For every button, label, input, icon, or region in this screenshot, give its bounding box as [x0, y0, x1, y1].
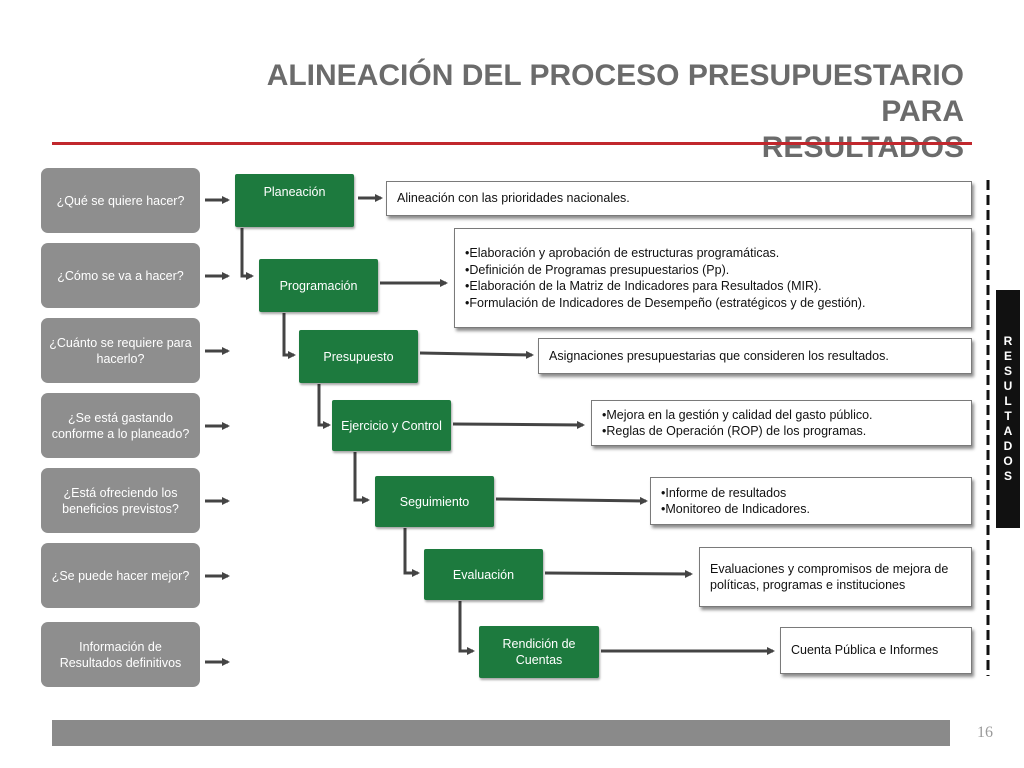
stage-planeacion: Planeación: [235, 174, 354, 227]
resultados-letter: U: [1003, 379, 1013, 393]
stage-programacion: Programación: [259, 259, 378, 312]
output-planeacion-text: Alineación con las prioridades nacionale…: [397, 191, 630, 206]
question-improve: ¿Se puede hacer mejor?: [41, 543, 200, 608]
question-spending: ¿Se está gastando conforme a lo planeado…: [41, 393, 200, 458]
output-rendicion-text: Cuenta Pública e Informes: [791, 643, 939, 658]
question-what: ¿Qué se quiere hacer?: [41, 168, 200, 233]
title-line-1: ALINEACIÓN DEL PROCESO PRESUPUESTARIO PA…: [266, 59, 964, 128]
question-results: Información de Resultados definitivos: [41, 622, 200, 687]
page-number: 16: [977, 724, 993, 741]
stage-presupuesto: Presupuesto: [299, 330, 418, 383]
list-item: Elaboración de la Matriz de Indicadores …: [465, 278, 865, 295]
resultados-letter: A: [1003, 424, 1013, 438]
page-title: ALINEACIÓN DEL PROCESO PRESUPUESTARIO PA…: [204, 58, 964, 166]
resultados-letter: S: [1003, 469, 1012, 483]
stage-rendicion-cuentas: Rendición de Cuentas: [479, 626, 599, 678]
list-item: Reglas de Operación (ROP) de los program…: [602, 423, 873, 440]
output-evaluacion: Evaluaciones y compromisos de mejora de …: [699, 547, 972, 607]
output-presupuesto-text: Asignaciones presupuestarias que conside…: [549, 348, 889, 363]
list-item: Elaboración y aprobación de estructuras …: [465, 245, 865, 262]
list-item: Monitoreo de Indicadores.: [661, 501, 810, 518]
resultados-letter: T: [1004, 409, 1012, 423]
list-item: Informe de resultados: [661, 485, 810, 502]
resultados-label: R E S U L T A D O S: [996, 290, 1020, 528]
list-item: Formulación de Indicadores de Desempeño …: [465, 295, 865, 312]
question-how: ¿Cómo se va a hacer?: [41, 243, 200, 308]
output-planeacion: Alineación con las prioridades nacionale…: [386, 181, 972, 216]
stage-ejercicio-control: Ejercicio y Control: [332, 400, 451, 451]
output-presupuesto: Asignaciones presupuestarias que conside…: [538, 338, 972, 374]
output-evaluacion-text: Evaluaciones y compromisos de mejora de …: [710, 561, 949, 593]
resultados-letter: E: [1003, 349, 1012, 363]
output-ejercicio: Mejora en la gestión y calidad del gasto…: [591, 400, 972, 446]
output-seguimiento: Informe de resultados Monitoreo de Indic…: [650, 477, 972, 525]
stage-seguimiento: Seguimiento: [375, 476, 494, 527]
resultados-letter: O: [1003, 454, 1013, 468]
title-line-2: RESULTADOS: [761, 131, 964, 164]
question-benefits: ¿Está ofreciendo los beneficios previsto…: [41, 468, 200, 533]
output-rendicion: Cuenta Pública e Informes: [780, 627, 972, 674]
resultados-letter: D: [1003, 439, 1013, 453]
output-programacion: Elaboración y aprobación de estructuras …: [454, 228, 972, 328]
footer-bar: [52, 720, 950, 746]
resultados-letter: L: [1004, 394, 1012, 408]
question-how-much: ¿Cuánto se requiere para hacerlo?: [41, 318, 200, 383]
stage-evaluacion: Evaluación: [424, 549, 543, 600]
resultados-letter: R: [1003, 334, 1013, 348]
title-divider: [52, 142, 972, 145]
list-item: Mejora en la gestión y calidad del gasto…: [602, 407, 872, 424]
list-item: Definición de Programas presupuestarios …: [465, 262, 865, 279]
resultados-letter: S: [1003, 364, 1012, 378]
